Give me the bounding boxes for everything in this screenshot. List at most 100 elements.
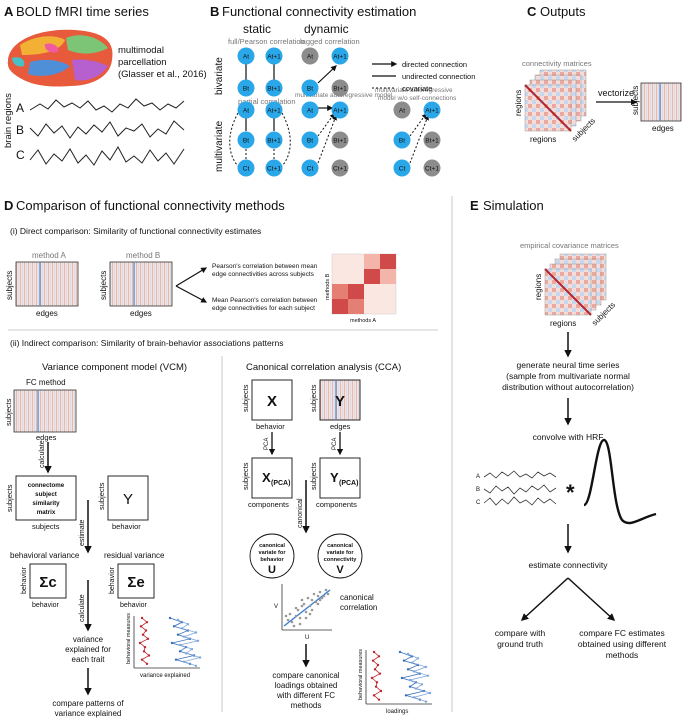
graph-node [423,131,441,149]
graph-node-label: Bt [399,138,405,145]
scatter-point [318,590,322,594]
dynamic-label: dynamic [304,22,349,36]
vcm-section: Variance component model (VCM) FC method… [4,362,202,718]
cca-y-box [319,379,361,421]
static-label: static [243,22,271,36]
var-exp-2: explained for [65,645,111,654]
vcm-plot-y: behavioral measures [126,613,132,664]
vcm-compare-2: variance explained [55,709,122,718]
method-a-label: method A [32,251,66,260]
sigma-e-label: Σe [127,574,144,591]
e-ts-c: C [476,500,481,506]
panel-b: B Functional connectivity estimation sta… [210,4,475,177]
sigma-c-behavior-x: behavior [32,602,60,609]
connectivity-matrix-stack [524,69,587,132]
cca-compare-2: loadings obtained [275,681,338,690]
graph-node-label: Bt [307,86,313,93]
method-b-label: method B [126,251,160,260]
method-b-edges: edges [130,309,152,318]
indirect-comparison-label: (ii) Indirect comparison: Similarity of … [10,338,284,348]
graph-node [331,79,349,97]
scatter-point [288,612,292,616]
region-c-label: C [16,148,25,162]
vcm-variance-plot [133,616,202,669]
mean-pearson-2: edge connectivities for each subject [212,305,315,312]
sigma-c-behavior-y: behavior [21,566,28,594]
scatter-point [316,602,320,606]
cca-title: Canonical correlation analysis (CCA) [246,362,401,373]
region-a-label: A [16,101,24,115]
graph-node-label: Bt+1 [333,86,347,93]
graph-node [301,101,319,119]
scatter-point [310,608,314,612]
gen-2: (sample from multivariate normal [506,371,630,381]
parcellation-label-2: parcellation [118,57,167,68]
c-fc-matrix [640,82,682,122]
plot-line [407,653,432,703]
graph-node [265,79,283,97]
c-out-subjects: subjects [631,86,640,115]
emp-cov-label: empirical covariance matrices [520,241,619,250]
panel-b-letter: B [210,4,219,19]
cca-plot-y: behavioral measures [358,649,364,700]
graph-node [301,47,319,65]
legend-directed: directed connection [402,60,467,69]
cca-ypca-letter: Y [330,470,339,485]
scatter-point [320,596,324,600]
sim-subjects-x: subjects [32,522,60,531]
cca-x-behavior: behavior [256,422,285,431]
scatter-point [304,610,308,614]
cca-ypca-subjects: subjects [309,462,318,490]
method-b-matrix [109,261,173,307]
vcm-calculate2: calculate [79,594,86,622]
cca-scatter-plot [281,584,332,631]
scatter-y-label: V [274,604,278,610]
method-a-matrix [15,261,79,307]
brain-parcellation-image [7,29,113,87]
e-regions-y: regions [534,274,543,300]
sigma-e-behavior-y: behavior [109,566,116,594]
cca-ypca-sub: (PCA) [339,480,358,487]
graph-node-label: At [307,108,313,115]
scatter-point [300,604,304,608]
parcellation-label-3: (Glasser et al., 2016) [118,69,207,80]
sim-label-1: connectome [28,482,65,489]
mvar-noself-label-1: multivariate autoregressive [375,87,453,94]
scatter-point [298,616,302,620]
panel-e-title: Simulation [483,198,544,213]
vcm-fc-method: FC method [26,378,66,387]
graph-node-label: Ct [399,166,406,173]
edge-noself-b-a1 [409,113,427,137]
e-ts-a: A [476,474,480,480]
var-exp-3: each trait [72,655,106,664]
cca-v-circle [317,533,363,579]
scatter-point [312,592,316,596]
graph-node-label: Bt+1 [333,138,347,145]
cancorr-2: correlation [340,603,377,612]
graph-node [265,47,283,65]
graph-node-label: At+1 [425,108,439,115]
scatter-point [302,602,306,606]
vcm-y-subjects: subjects [97,482,106,510]
var-exp-1: variance [73,635,104,644]
e-timeseries-c [483,496,557,506]
cca-loadings-plot [365,650,432,705]
scatter-point [316,594,320,598]
sim-label-3: similarity [32,500,60,507]
connectivity-matrices-label: connectivity matrices [522,59,592,68]
plot-line [139,617,150,665]
timeseries-c [29,145,185,166]
edge-partial-a1-c1 [281,112,291,167]
vectorize-label: vectorize [598,88,634,98]
graph-node [423,159,441,177]
cca-ypca-components: components [316,500,357,509]
cmp-gt-2: ground truth [497,639,543,649]
scatter-point [322,594,326,598]
graph-node-label: Ct+1 [267,166,281,173]
graph-node-label: Ct [243,166,250,173]
cca-xpca-subjects: subjects [241,462,250,490]
cca-u-2: variate for [258,550,286,556]
scatter-point [318,598,322,602]
sigma-c-box [29,563,67,599]
